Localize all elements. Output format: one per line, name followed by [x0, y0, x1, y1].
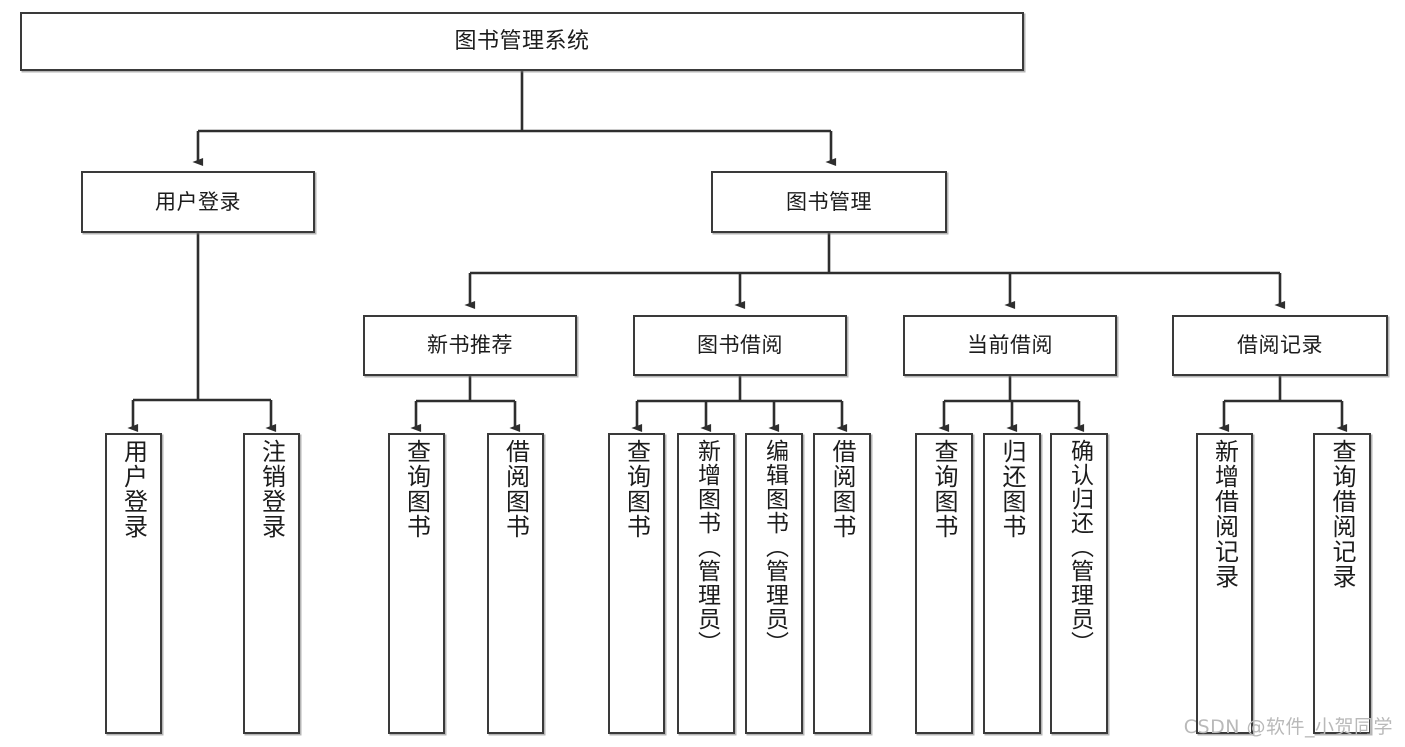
node-label: 注销登录	[257, 439, 286, 539]
leaf-add-book-admin[interactable]: 新增图书（管理员）	[677, 433, 735, 734]
node-label: 查询图书	[402, 439, 431, 539]
node-label: 用户登录	[155, 189, 241, 214]
leaf-borrow-book-borrowing[interactable]: 借阅图书	[813, 433, 871, 734]
node-label: 新增借阅记录	[1210, 439, 1239, 589]
node-label: 借阅图书	[828, 439, 856, 539]
node-root-book-management-system[interactable]: 图书管理系统	[20, 12, 1024, 71]
node-label: 当前借阅	[967, 333, 1053, 358]
leaf-logout[interactable]: 注销登录	[243, 433, 300, 734]
leaf-borrow-book-recommendation[interactable]: 借阅图书	[487, 433, 544, 734]
node-label: 新书推荐	[427, 333, 513, 358]
leaf-query-book-current[interactable]: 查询图书	[915, 433, 973, 734]
node-label: 查询图书	[930, 439, 958, 539]
node-book-borrowing[interactable]: 图书借阅	[633, 315, 847, 376]
leaf-return-book[interactable]: 归还图书	[983, 433, 1041, 734]
node-book-management[interactable]: 图书管理	[711, 171, 947, 233]
leaf-query-book-recommendation[interactable]: 查询图书	[388, 433, 445, 734]
csdn-watermark: CSDN @软件_小贺同学	[1183, 716, 1393, 738]
node-label: 图书管理系统	[454, 28, 590, 54]
node-label: 确认归还（管理员）	[1066, 439, 1093, 655]
node-borrowing-record[interactable]: 借阅记录	[1172, 315, 1388, 376]
leaf-user-login[interactable]: 用户登录	[105, 433, 162, 734]
leaf-query-borrow-record[interactable]: 查询借阅记录	[1313, 433, 1371, 734]
node-new-book-recommendation[interactable]: 新书推荐	[363, 315, 577, 376]
node-current-borrowing[interactable]: 当前借阅	[903, 315, 1117, 376]
node-label: 用户登录	[119, 439, 148, 539]
node-label: 借阅图书	[501, 439, 530, 539]
node-label: 查询借阅记录	[1328, 439, 1356, 589]
node-label: 编辑图书（管理员）	[761, 439, 788, 655]
node-user-login[interactable]: 用户登录	[81, 171, 315, 233]
node-label: 图书管理	[786, 189, 872, 214]
node-label: 查询图书	[622, 439, 651, 539]
node-label: 借阅记录	[1237, 333, 1323, 358]
node-label: 图书借阅	[697, 333, 783, 358]
node-label: 新增图书（管理员）	[693, 439, 720, 655]
leaf-edit-book-admin[interactable]: 编辑图书（管理员）	[745, 433, 803, 734]
node-label: 归还图书	[998, 439, 1026, 539]
leaf-add-borrow-record[interactable]: 新增借阅记录	[1196, 433, 1253, 734]
leaf-confirm-return-admin[interactable]: 确认归还（管理员）	[1050, 433, 1108, 734]
leaf-query-book-borrowing[interactable]: 查询图书	[608, 433, 665, 734]
